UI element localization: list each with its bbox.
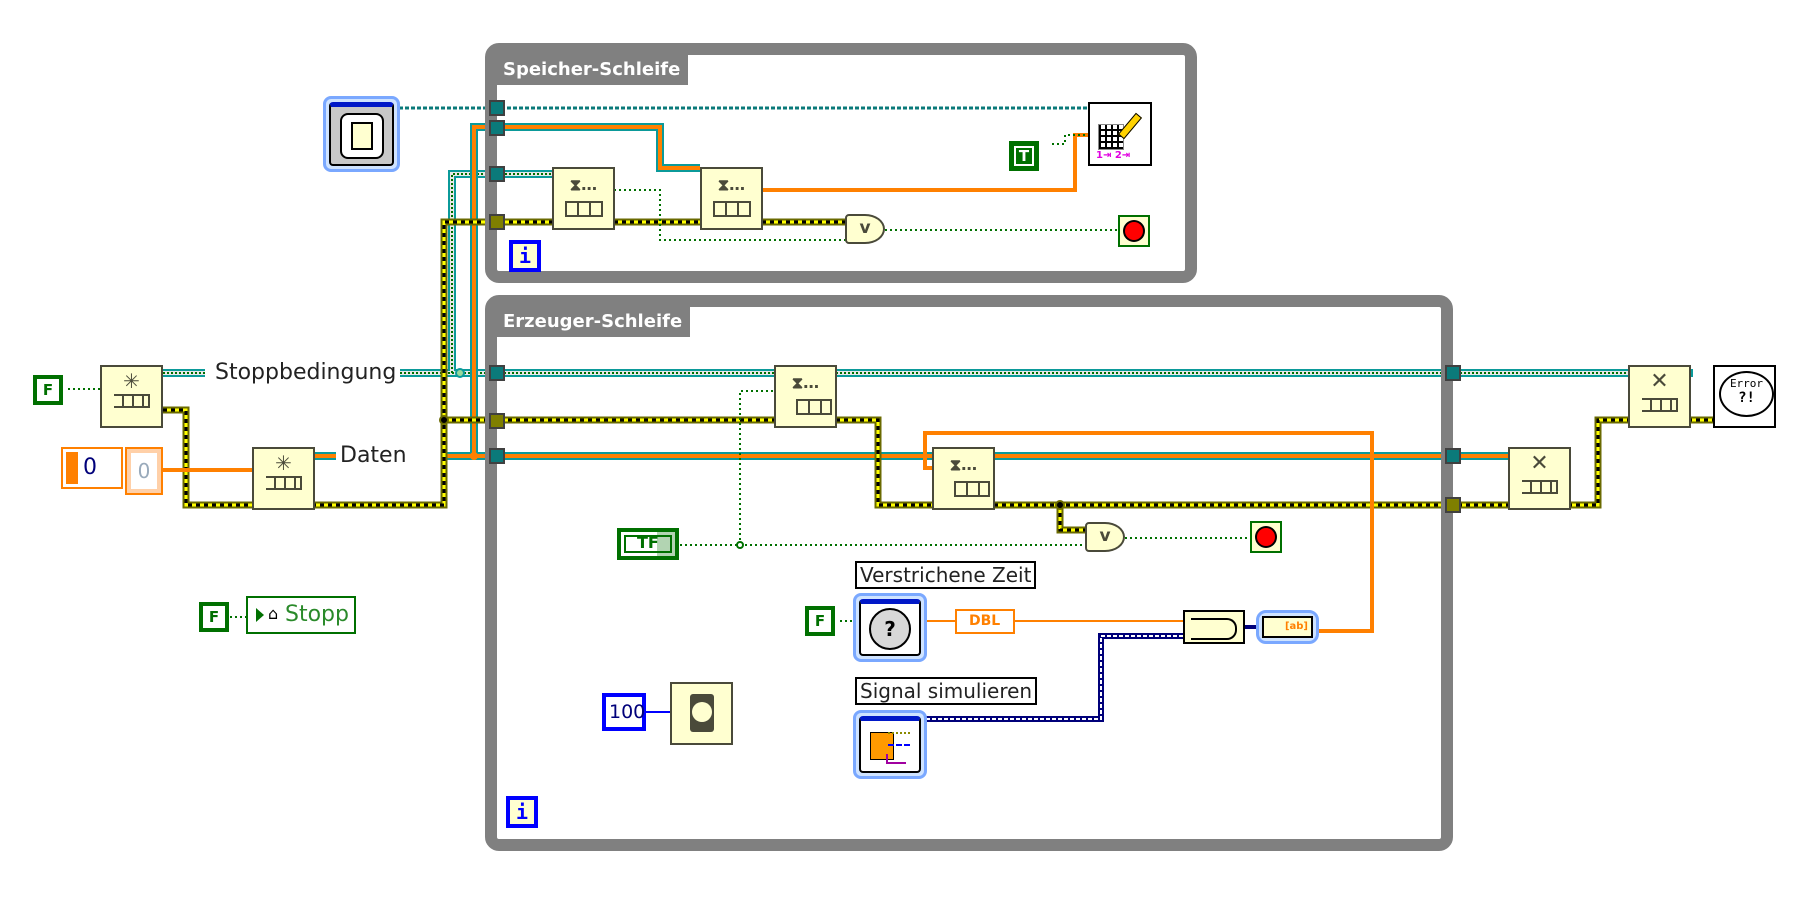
elapsed-time-label: Verstrichene Zeit	[855, 561, 1037, 589]
tf-constant-value: TF	[637, 533, 659, 552]
release-queue-icon: ✕	[1530, 451, 1549, 476]
local-write-arrow-icon	[256, 608, 264, 622]
waveform-wire	[926, 625, 1256, 722]
stopp-local-init-constant[interactable]: F	[199, 602, 229, 632]
tunnel-data-queue-out[interactable]	[1445, 448, 1461, 464]
wait-ms-constant[interactable]: 100	[602, 693, 646, 731]
dequeue-data[interactable]: ⧗…	[700, 167, 763, 230]
release-queue-stop[interactable]: ✕	[1628, 365, 1691, 428]
enqueue-data[interactable]: ⧗…	[932, 447, 995, 510]
or-icon: v	[859, 218, 871, 238]
stop-queue-wire	[163, 170, 1693, 377]
data-type-control-value: 0	[83, 455, 97, 480]
tunnel-stop-queue-consumer[interactable]	[489, 166, 505, 182]
elapsed-time-express-vi[interactable]: ?	[853, 593, 927, 662]
data-queue-label: Daten	[336, 443, 411, 469]
to-dbl-conversion[interactable]: DBL	[955, 609, 1015, 634]
boolean-wires	[68, 134, 1250, 622]
tunnel-error-producer[interactable]	[489, 413, 505, 429]
producer-stop-terminal[interactable]	[1250, 521, 1282, 553]
enqueue-icon: ⧗…	[949, 455, 978, 474]
tf-constant[interactable]: TF	[617, 528, 679, 560]
numeric-wires	[163, 133, 1374, 633]
stop-queue-init-constant[interactable]: F	[33, 375, 63, 405]
producer-iteration-terminal[interactable]: i	[506, 796, 538, 828]
wait-ms-function[interactable]	[670, 682, 733, 745]
obtain-queue-data[interactable]: ✳	[252, 447, 315, 510]
elapsed-reset-constant[interactable]: F	[805, 606, 835, 636]
tunnel-stop-queue-out[interactable]	[1445, 365, 1461, 381]
merge-icon	[1191, 618, 1237, 640]
error-wires	[163, 218, 1713, 534]
signal-generator-icon	[868, 726, 912, 766]
data-type-indicator: 0	[125, 447, 163, 495]
dequeue-stop[interactable]: ⧗…	[552, 167, 615, 230]
grid-icon	[1098, 124, 1124, 150]
increment-arrows-icon[interactable]	[66, 452, 78, 484]
error-text: Error	[1729, 377, 1764, 390]
home-icon: ⌂	[268, 604, 279, 623]
merge-signals[interactable]	[1183, 610, 1245, 644]
consumer-iteration-terminal[interactable]: i	[509, 240, 541, 272]
simple-error-handler[interactable]: Error ?!	[1713, 365, 1776, 428]
producer-while-loop[interactable]	[485, 295, 1453, 851]
simulate-signal-express-vi[interactable]	[853, 710, 927, 779]
enqueue-queue-glyph-icon	[796, 399, 832, 415]
data-type-indicator-value: 0	[131, 453, 157, 489]
wait-ms-value: 100	[609, 701, 646, 723]
stopp-local-label: Stopp	[285, 602, 349, 627]
data-queue-wire	[312, 123, 1508, 460]
queue-glyph-icon	[1521, 480, 1558, 494]
queue-glyph-icon	[113, 394, 150, 408]
data-type-control[interactable]: 0	[61, 447, 123, 489]
obtain-queue-icon: ✳	[275, 451, 292, 475]
tunnel-stop-queue-producer[interactable]	[489, 365, 505, 381]
or-gate-producer[interactable]: v	[1085, 522, 1125, 552]
delimiter-icon: 1⇥ 2⇥	[1096, 150, 1131, 161]
tunnel-file-refnum[interactable]	[489, 100, 505, 116]
transpose-constant-value: T	[1014, 146, 1034, 166]
simulate-signal-label: Signal simulieren	[855, 677, 1038, 705]
file-dialog-icon	[339, 112, 384, 159]
enqueue-queue-glyph-icon	[954, 481, 990, 497]
stop-queue-label: Stoppbedingung	[211, 360, 401, 386]
release-queue-icon: ✕	[1650, 369, 1669, 394]
dequeue-queue-glyph-icon	[712, 201, 751, 217]
tunnel-data-queue-producer[interactable]	[489, 448, 505, 464]
or-icon: v	[1099, 526, 1111, 546]
tunnel-error-consumer[interactable]	[489, 214, 505, 230]
enqueue-icon: ⧗…	[791, 373, 820, 392]
dynamic-data-icon: [ab]	[1262, 616, 1313, 638]
file-dialog-express-vi[interactable]	[323, 96, 400, 172]
stopwatch-icon: ?	[869, 608, 911, 650]
obtain-queue-stop[interactable]: ✳	[100, 365, 163, 428]
stopp-local-variable[interactable]: ⌂ Stopp	[246, 596, 356, 634]
consumer-loop-label: Speicher-Schleife	[497, 55, 689, 85]
enqueue-stop[interactable]: ⧗…	[774, 365, 837, 428]
from-dynamic-data[interactable]: [ab]	[1256, 610, 1319, 644]
tunnel-data-queue-consumer[interactable]	[489, 120, 505, 136]
producer-loop-label: Erzeuger-Schleife	[497, 307, 691, 337]
write-spreadsheet-file[interactable]: 1⇥ 2⇥	[1088, 102, 1152, 166]
queue-glyph-icon	[265, 476, 302, 490]
dequeue-queue-glyph-icon	[564, 201, 603, 217]
or-gate-consumer[interactable]: v	[845, 214, 885, 244]
error-symbol: ?!	[1738, 390, 1755, 406]
queue-glyph-icon	[1641, 398, 1678, 412]
watch-icon	[690, 694, 714, 732]
dbl-label: DBL	[969, 613, 1001, 629]
consumer-stop-terminal[interactable]	[1118, 215, 1150, 247]
release-queue-data[interactable]: ✕	[1508, 447, 1571, 510]
transpose-constant[interactable]: T	[1009, 141, 1039, 171]
dequeue-icon: ⧗…	[569, 175, 598, 194]
dequeue-icon: ⧗…	[717, 175, 746, 194]
tunnel-error-out[interactable]	[1445, 497, 1461, 513]
error-speech-icon: Error ?!	[1719, 371, 1774, 417]
obtain-queue-icon: ✳	[123, 369, 140, 393]
